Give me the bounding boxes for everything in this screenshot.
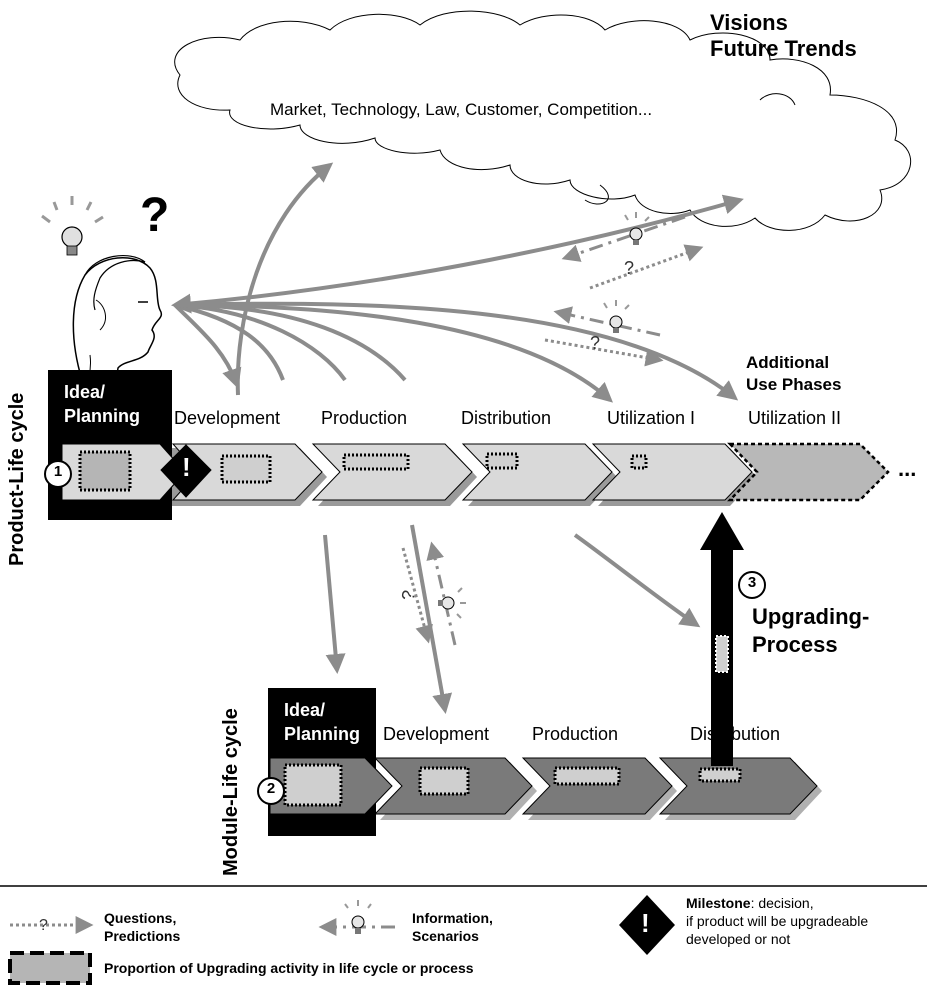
legend-proportion: Proportion of Upgrading activity in life… — [104, 960, 474, 976]
legend-questions: Questions, Predictions — [104, 909, 180, 945]
arrow-to-utilization — [174, 303, 613, 403]
legend-milestone-desc2: if product will be upgradeable — [686, 913, 869, 929]
legend-milestone-icon — [619, 895, 675, 955]
vision-title-line1: Visions — [710, 10, 788, 35]
fan-line — [174, 303, 347, 382]
chevron-production — [311, 443, 473, 501]
legend-milestone-symbol: ! — [641, 908, 650, 938]
legend-proportion-icon — [8, 951, 92, 985]
legend-information-line2: Scenarios — [412, 928, 479, 944]
vision-cloud — [174, 10, 912, 231]
legend-questions-line2: Predictions — [104, 928, 181, 944]
module-phase-production: Production — [532, 724, 619, 744]
milestone-symbol: ! — [182, 452, 191, 482]
arrow-cloud-head — [171, 194, 744, 314]
upgrading-line1: Upgrading- — [752, 604, 870, 629]
big-question-mark: ? — [140, 189, 170, 242]
module-axis-label: Module-Life cycle — [220, 708, 242, 876]
legend-milestone-desc1: : decision, — [750, 895, 814, 911]
marker-1-label: 1 — [53, 463, 63, 480]
proportion-boxes — [78, 450, 648, 492]
module-phase-distribution: Distribution — [690, 724, 781, 744]
module-chevron-production — [521, 757, 673, 815]
product-idea-line2: Planning — [64, 406, 140, 426]
idea-bulb-icon — [41, 196, 104, 256]
fan-line — [174, 303, 285, 381]
legend-information-icon — [318, 900, 395, 936]
question-mark: ? — [590, 333, 601, 353]
additional-line2: Use Phases — [746, 375, 842, 394]
phase-utilization-1: Utilization I — [607, 408, 696, 428]
phase-distribution: Distribution — [461, 408, 552, 428]
module-idea-line2: Planning — [284, 724, 360, 744]
legend-information: Information, Scenarios — [412, 909, 493, 945]
question-mark: ? — [624, 258, 635, 278]
vision-title-line2: Future Trends — [710, 36, 857, 61]
cycle-arrows — [323, 524, 701, 714]
chevron-utilization-1 — [591, 443, 753, 501]
arrow-to-cloud — [235, 162, 334, 396]
thinking-head-icon — [72, 254, 163, 396]
phase-development: Development — [174, 408, 281, 428]
marker-3-label: 3 — [747, 574, 757, 591]
feedback-arrows — [544, 215, 704, 367]
legend-information-line1: Information, — [412, 910, 493, 926]
chevron-distribution — [461, 443, 613, 501]
cloud-curl — [759, 93, 796, 106]
vision-factors: Market, Technology, Law, Customer, Compe… — [270, 100, 653, 119]
legend-milestone-title: Milestone — [686, 895, 751, 911]
module-chevron-distribution — [658, 757, 818, 815]
phase-production: Production — [321, 408, 408, 428]
upgrading-line2: Process — [752, 632, 838, 657]
legend-questions-line1: Questions, — [104, 910, 177, 926]
bulb-icon — [603, 300, 630, 333]
legend-milestone-desc3: developed or not — [686, 931, 791, 947]
product-axis-label: Product-Life cycle — [6, 392, 28, 566]
bulb-icon — [438, 587, 466, 619]
marker-2-label: 2 — [266, 780, 276, 797]
arrow-to-development — [173, 303, 242, 389]
arrow-to-additional — [174, 301, 739, 401]
additional-use-phases: Additional Use Phases — [746, 352, 841, 396]
fan-arrows — [171, 162, 744, 403]
module-proportion-boxes — [283, 763, 742, 807]
milestone-diamond — [160, 444, 212, 498]
marker-1 — [44, 460, 72, 488]
marker-2 — [257, 777, 285, 805]
upgrading-arrow — [700, 512, 744, 766]
module-idea-line1: Idea/ — [284, 700, 326, 720]
vision-title: Visions Future Trends — [710, 10, 857, 62]
product-idea-label: Idea/ Planning — [64, 380, 140, 428]
module-idea-label: Idea/ Planning — [284, 698, 360, 746]
marker-3 — [738, 571, 766, 599]
phase-utilization-2: Utilization II — [748, 408, 842, 428]
module-phase-development: Development — [383, 724, 490, 744]
continuation-ellipsis: ... — [898, 456, 917, 481]
additional-line1: Additional — [746, 353, 830, 372]
upgrading-label: Upgrading- Process — [752, 603, 869, 659]
legend-question-mark: ? — [39, 917, 48, 934]
product-idea-line1: Idea/ — [64, 382, 106, 402]
chevron-utilization-2 — [727, 442, 890, 502]
legend-milestone: Milestone: decision, if product will be … — [686, 894, 868, 948]
module-feedback-arrows — [401, 541, 457, 646]
bulb-icon — [624, 212, 650, 245]
